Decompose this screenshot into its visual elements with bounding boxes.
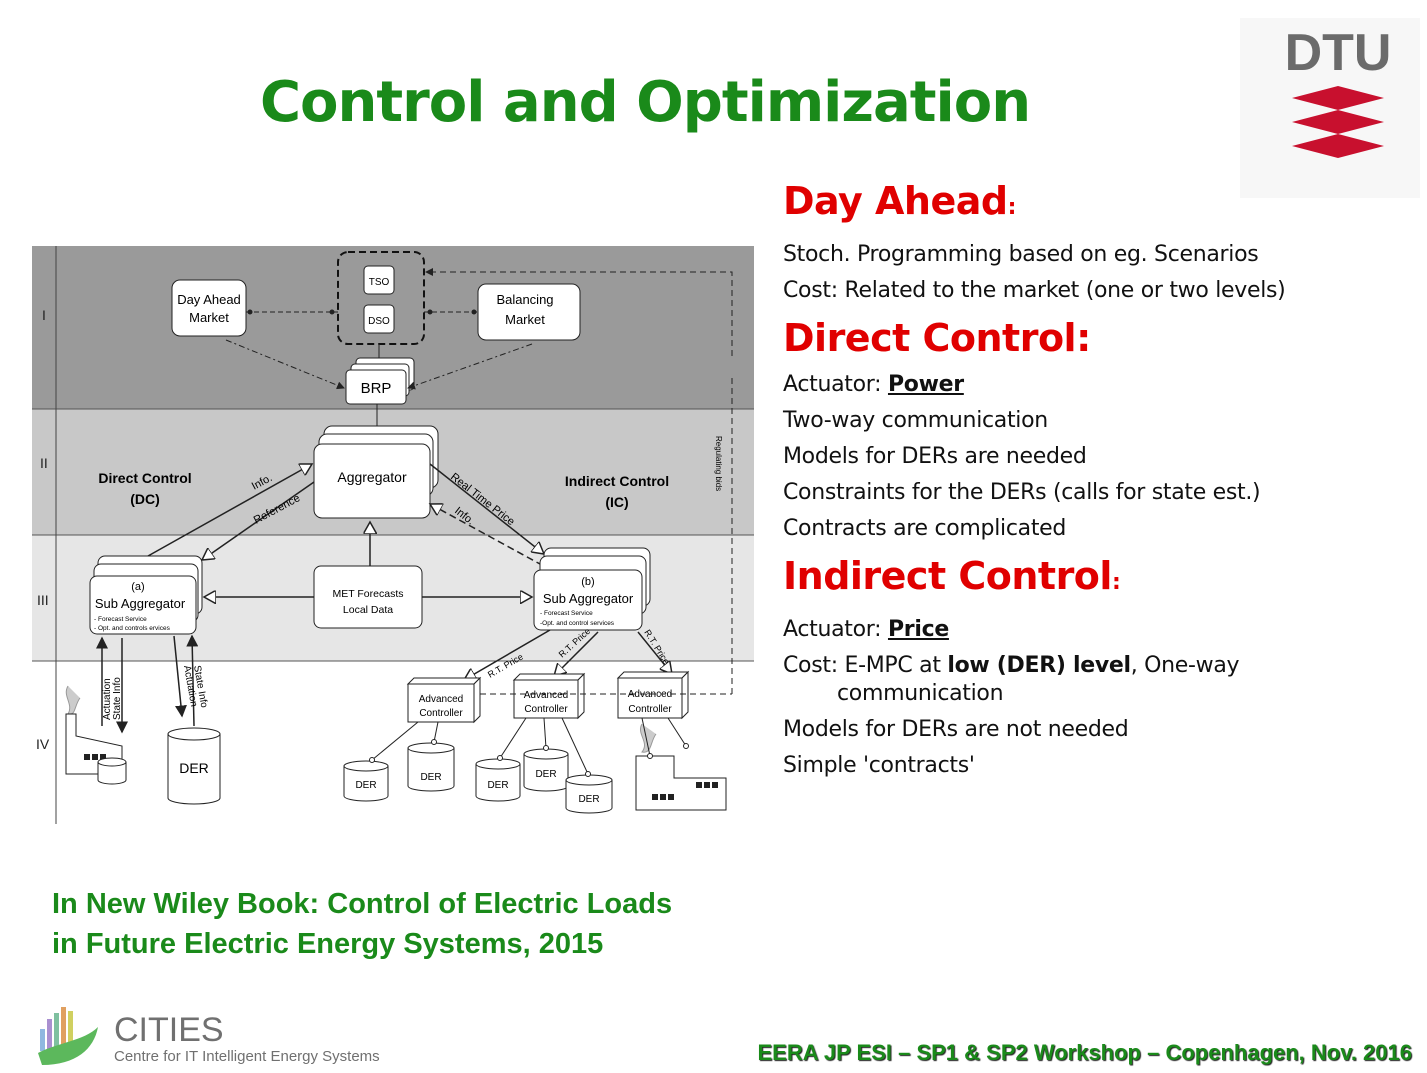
der-unit-3: DER (475, 758, 521, 802)
regulating-bids-label: Regulating bids (714, 436, 723, 491)
balancing-market-line1: Balancing (496, 292, 553, 307)
der-label-4: DER (535, 769, 556, 780)
indirect-control-line1: Indirect Control (565, 473, 669, 489)
control-architecture-diagram: I II III IV TSO DSO Day Ahead Market Bal… (32, 246, 754, 824)
der-unit-4: DER (523, 748, 569, 792)
aggregator-label: Aggregator (337, 469, 407, 485)
day-ahead-heading: Day Ahead: (783, 179, 1016, 223)
sub-aggregator-b-service1: - Forecast Service (540, 610, 593, 617)
day-ahead-market-line1: Day Ahead (177, 292, 241, 307)
balancing-market-line2: Market (505, 312, 545, 327)
day-ahead-line-2: Cost: Related to the market (one or two … (783, 278, 1286, 303)
sub-aggregator-a-service2: - Opt. and controls ervices (94, 625, 171, 632)
direct-line-2: Models for DERs are needed (783, 444, 1087, 469)
page-title: Control and Optimization (259, 70, 1031, 135)
book-reference: In New Wiley Book: Control of Electric L… (52, 884, 772, 964)
sub-aggregator-a-tag: (a) (131, 581, 144, 593)
factory-icon-left (65, 685, 127, 785)
der-label-large: DER (179, 760, 209, 776)
advanced-controller-2-line2: Controller (524, 704, 568, 715)
met-forecasts-line2: Local Data (343, 604, 393, 616)
advanced-controller-3: Advanced Controller (616, 670, 690, 720)
sub-aggregator-b-service2: -Opt. and control services (540, 620, 615, 627)
advanced-controller-2-line1: Advanced (524, 690, 568, 701)
direct-control-heading: Direct Control: (783, 316, 1091, 360)
der-unit-large: DER (167, 727, 221, 805)
tso-label: TSO (369, 277, 390, 288)
advanced-controller-1: Advanced Controller (406, 676, 482, 724)
direct-control-line2: (DC) (130, 491, 160, 507)
dtu-logo: DTU (1240, 18, 1420, 198)
level-1-label: I (42, 307, 46, 323)
level-2-label: II (40, 455, 48, 471)
book-line-1: In New Wiley Book: Control of Electric L… (52, 888, 673, 920)
advanced-controller-3-line2: Controller (628, 704, 672, 715)
indirect-control-heading: Indirect Control: (783, 554, 1121, 598)
level-4-label: IV (36, 736, 50, 752)
direct-actuator-line: Actuator: Power (783, 372, 964, 397)
direct-control-line1: Direct Control (98, 470, 191, 486)
advanced-controller-1-line2: Controller (419, 708, 463, 719)
dso-label: DSO (368, 316, 390, 327)
content-column: Day Ahead: Stoch. Programming based on e… (783, 176, 1423, 788)
der-label-1: DER (355, 780, 376, 791)
sub-aggregator-a-service1: - Forecast Service (94, 616, 147, 623)
indirect-line-1: Models for DERs are not needed (783, 717, 1129, 742)
sub-aggregator-b-label: Sub Aggregator (543, 591, 634, 606)
direct-line-1: Two-way communication (783, 408, 1048, 433)
der-label-2: DER (420, 772, 441, 783)
cities-logo-tagline: Centre for IT Intelligent Energy Systems (114, 1048, 380, 1065)
brp-label: BRP (361, 380, 392, 397)
direct-line-4: Contracts are complicated (783, 516, 1067, 541)
sub-aggregator-a-label: Sub Aggregator (95, 596, 186, 611)
der-unit-5: DER (565, 774, 613, 814)
advanced-controller-2: Advanced Controller (512, 672, 586, 720)
footer-text: EERA JP ESI – SP1 & SP2 Workshop – Copen… (757, 1040, 1412, 1065)
der-label-5: DER (578, 794, 599, 805)
book-line-2: in Future Electric Energy Systems, 2015 (52, 928, 604, 960)
dtu-logo-text: DTU (1285, 24, 1392, 82)
day-ahead-market-line2: Market (189, 310, 229, 325)
der-unit-2: DER (407, 742, 455, 792)
day-ahead-line-1: Stoch. Programming based on eg. Scenario… (783, 242, 1259, 267)
indirect-actuator-line: Actuator: Price (783, 617, 949, 642)
advanced-controller-1-line1: Advanced (419, 694, 463, 705)
direct-line-3: Constraints for the DERs (calls for stat… (783, 480, 1261, 505)
sub-aggregator-b-tag: (b) (581, 576, 594, 588)
indirect-line-2: Simple 'contracts' (783, 753, 975, 778)
der-unit-1: DER (343, 760, 389, 802)
met-forecasts-line1: MET Forecasts (333, 588, 404, 600)
indirect-control-line2: (IC) (605, 494, 628, 510)
state-info-label-left: State Info (112, 677, 123, 720)
cities-logo: CITIES Centre for IT Intelligent Energy … (38, 1007, 380, 1065)
actuation-label-left: Actuation (102, 678, 113, 720)
cities-logo-name: CITIES (114, 1011, 224, 1049)
level-3-label: III (37, 592, 49, 608)
der-label-3: DER (487, 780, 508, 791)
